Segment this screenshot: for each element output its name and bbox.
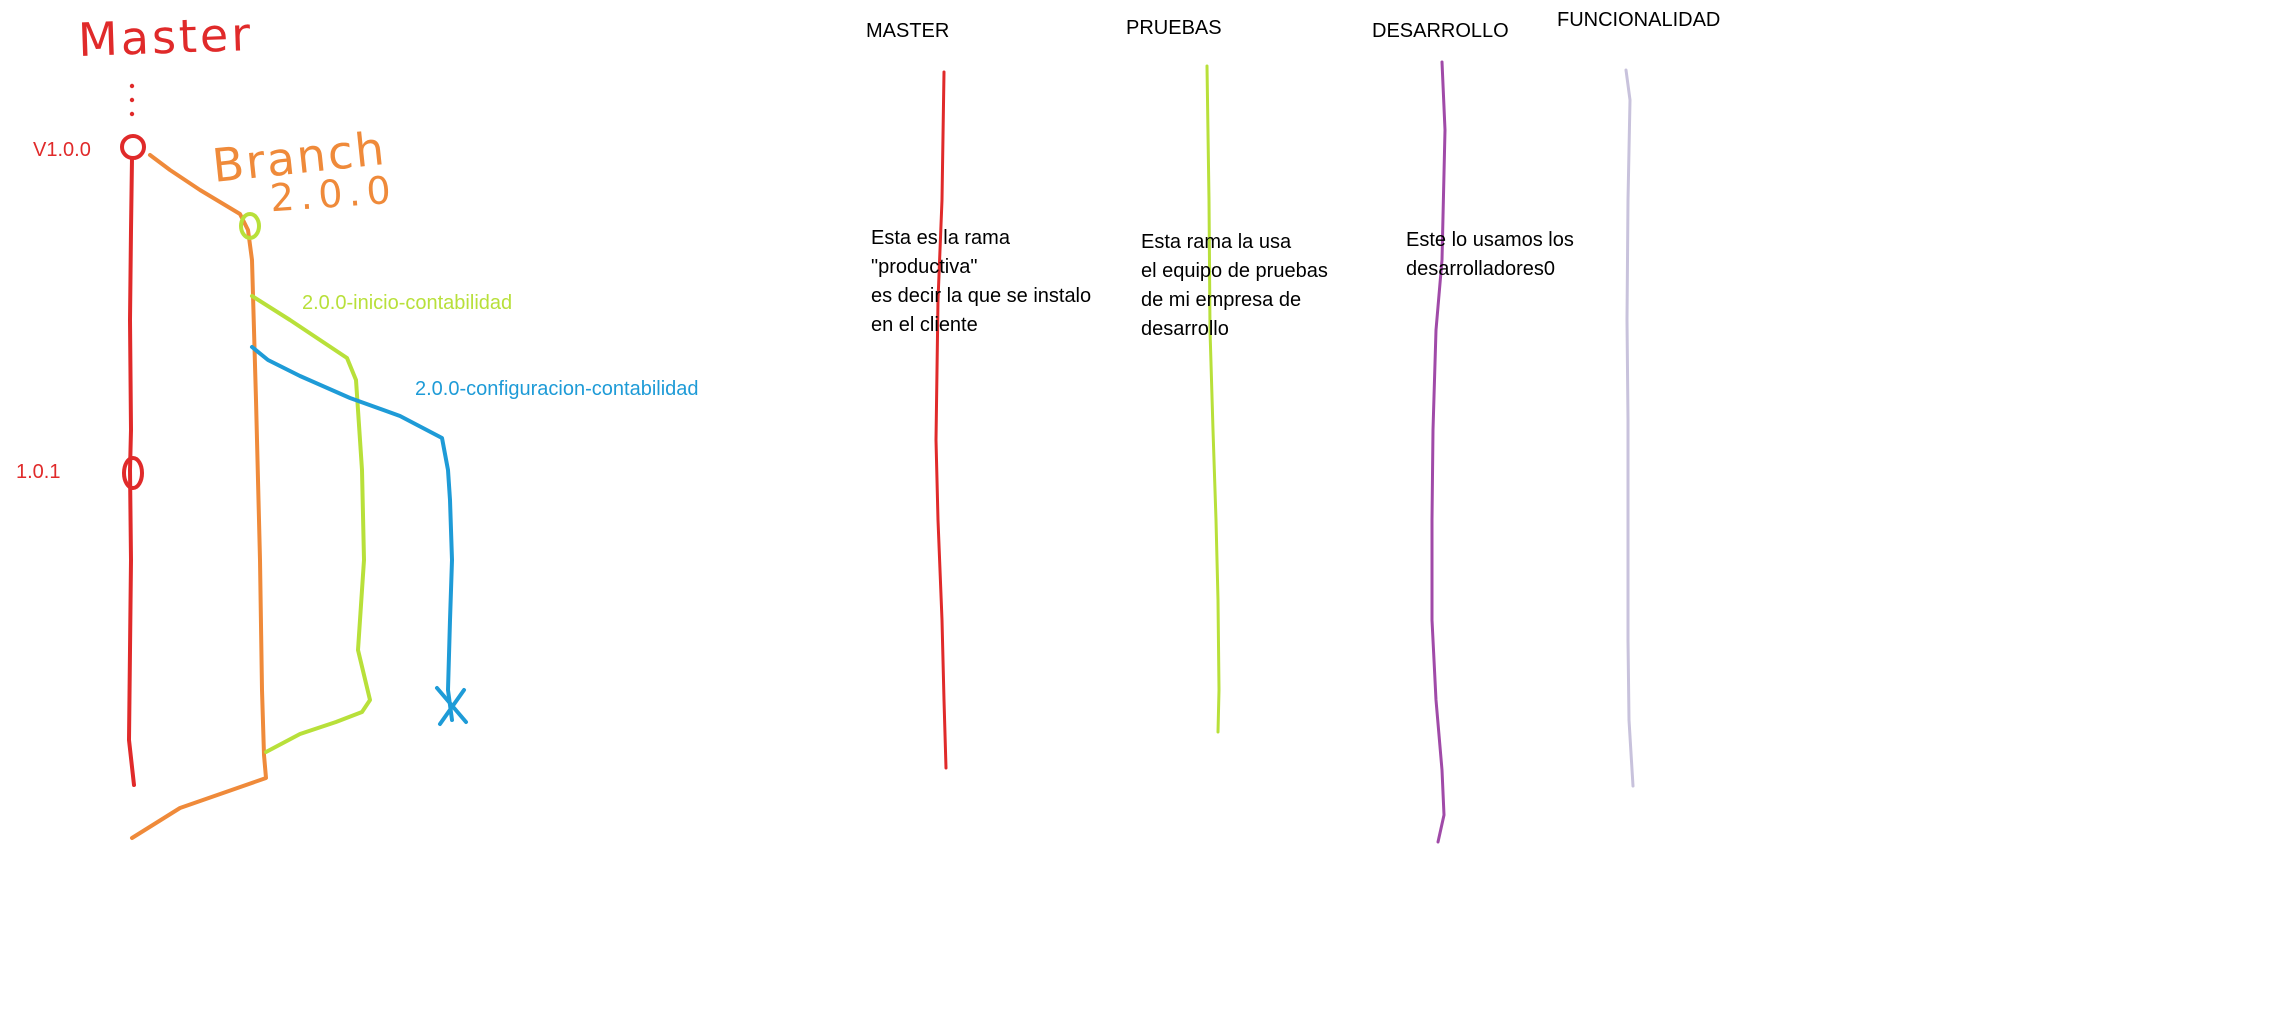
desarrollo-column-line (1430, 60, 1447, 844)
pruebas-column-header: PRUEBAS (1126, 17, 1222, 39)
tag-101-node (122, 456, 144, 490)
pruebas-column-line (1205, 64, 1221, 734)
inicio-branch-line (250, 294, 372, 754)
master-handwritten-title: Master (77, 6, 254, 68)
master-column-line (934, 70, 948, 770)
master-column-header: MASTER (866, 20, 950, 42)
config-branch-line (250, 345, 454, 722)
desarrollo-column-description: Este lo usamos los desarrolladores0 (1406, 229, 1574, 280)
branch-version-handwritten: 2.0.0 (268, 167, 399, 221)
funcionalidad-column-header: FUNCIONALIDAD (1557, 9, 1721, 31)
inicio-branch-label: 2.0.0-inicio-contabilidad (302, 292, 513, 314)
funcionalidad-column-line (1624, 68, 1635, 788)
release-branch-line (130, 153, 268, 840)
release-branch-node (239, 212, 261, 240)
tag-v100-node (120, 134, 146, 160)
master-branch-line (127, 156, 136, 787)
tag-101-label: 1.0.1 (16, 461, 61, 483)
desarrollo-column-header: DESARROLLO (1372, 20, 1509, 42)
config-branch-label: 2.0.0-configuracion-contabilidad (415, 378, 699, 400)
config-branch-end-x-icon (435, 686, 468, 726)
master-ellipsis-dots (129, 83, 135, 117)
master-column-description: Esta es la rama "productiva" es decir la… (871, 227, 1092, 336)
tag-v100-label: V1.0.0 (33, 139, 91, 161)
pruebas-column-description: Esta rama la usa el equipo de pruebas de… (1141, 231, 1328, 340)
